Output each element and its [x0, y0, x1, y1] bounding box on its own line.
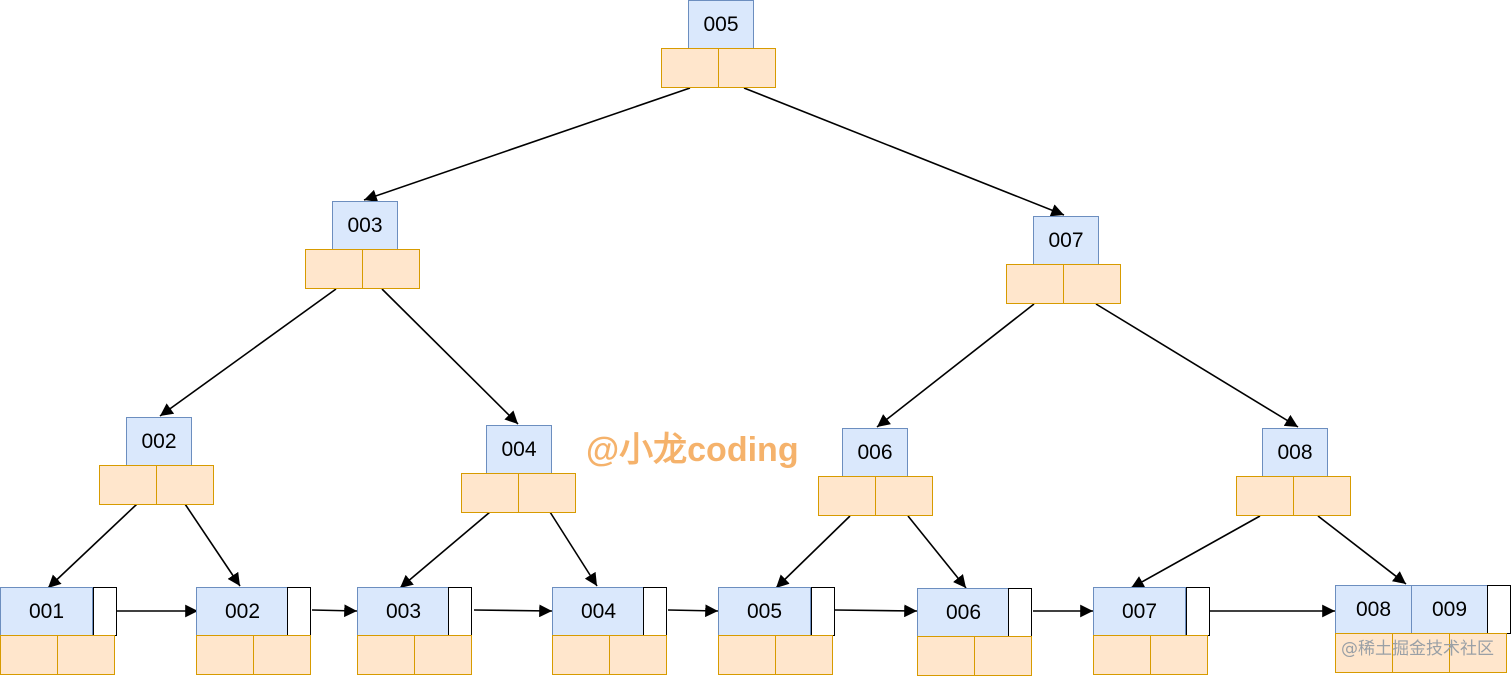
data-slot — [253, 635, 311, 675]
pointer-slot — [718, 48, 776, 88]
pointer-slot — [661, 48, 719, 88]
leaf-key: 005 — [718, 587, 811, 636]
node-key: 006 — [842, 428, 908, 477]
data-slot — [552, 635, 610, 675]
data-slot — [196, 635, 254, 675]
data-slot — [1093, 635, 1151, 675]
pointer-slot — [1293, 476, 1351, 516]
leaf-data-slots — [718, 635, 833, 675]
leaf-data-slots — [196, 635, 311, 675]
pointer-slot — [1006, 264, 1064, 304]
leaf-key: 001 — [0, 587, 93, 636]
node-key: 008 — [1262, 428, 1328, 477]
edge-008-leaf8 — [1317, 515, 1407, 585]
data-slot — [414, 635, 472, 675]
next-pointer — [287, 587, 311, 636]
node-key: 003 — [332, 201, 398, 250]
node-key: 004 — [486, 425, 552, 474]
data-slot — [357, 635, 415, 675]
edge-002-leaf2 — [184, 503, 241, 587]
edge-004-leaf4 — [549, 511, 598, 587]
pointer-slot — [818, 476, 876, 516]
leaf-key: 004 — [552, 587, 645, 636]
edge-004-leaf3 — [399, 511, 491, 589]
pointer-slot — [461, 473, 519, 513]
next-pointer — [643, 587, 667, 636]
node-pointers — [461, 473, 576, 513]
leaf-data-slots — [0, 635, 115, 675]
edge-002-leaf1 — [47, 503, 138, 589]
leaf-data-slots — [552, 635, 667, 675]
leaf-link-5 — [834, 604, 918, 618]
leaf-link-4 — [667, 604, 719, 618]
pointer-slot — [362, 249, 420, 289]
leaf-link-2 — [311, 604, 358, 618]
pointer-slot — [518, 473, 576, 513]
leaf-data-slots — [1093, 635, 1208, 675]
data-slot — [974, 636, 1032, 676]
next-pointer — [1008, 588, 1032, 637]
edge-006-leaf6 — [907, 515, 967, 589]
edge-007-008 — [1095, 303, 1299, 428]
node-key: 002 — [126, 417, 192, 466]
edge-007-006 — [876, 303, 1035, 428]
node-pointers — [818, 476, 933, 516]
pointer-slot — [1063, 264, 1121, 304]
pointer-slot — [156, 465, 214, 505]
root-pointers — [661, 48, 776, 88]
leaf-data-slots — [1335, 633, 1507, 673]
leaf-data-slots — [357, 635, 472, 675]
edge-008-leaf7 — [1130, 515, 1261, 589]
data-slot — [775, 635, 833, 675]
leaf-key: 009 — [1411, 585, 1488, 634]
data-slot — [1335, 633, 1393, 673]
next-pointer — [448, 587, 472, 636]
pointer-slot — [1236, 476, 1294, 516]
platform-credit: @稀土掘金技术社区 — [1341, 639, 1494, 659]
node-key: 007 — [1033, 216, 1099, 265]
next-pointer — [93, 587, 117, 636]
edge-006-leaf5 — [775, 515, 851, 589]
leaf-key: 008 — [1335, 585, 1412, 634]
data-slot — [0, 635, 58, 675]
root-key: 005 — [688, 0, 754, 49]
data-slot — [1449, 633, 1507, 673]
next-pointer — [1487, 585, 1511, 634]
leaf-key: 006 — [917, 588, 1010, 637]
leaf-key: 007 — [1093, 587, 1186, 636]
data-slot — [609, 635, 667, 675]
author-watermark: @小龙coding — [586, 431, 799, 469]
pointer-slot — [305, 249, 363, 289]
edge-005-007 — [743, 87, 1065, 217]
leaf-link-3 — [473, 604, 553, 618]
data-slot — [57, 635, 115, 675]
node-pointers — [99, 465, 214, 505]
data-slot — [1392, 633, 1450, 673]
pointer-slot — [99, 465, 157, 505]
data-slot — [718, 635, 776, 675]
data-slot — [1150, 635, 1208, 675]
leaf-data-slots — [917, 636, 1032, 676]
node-pointers — [1006, 264, 1121, 304]
pointer-slot — [875, 476, 933, 516]
node-pointers — [1236, 476, 1351, 516]
edge-003-004 — [381, 288, 519, 425]
next-pointer — [811, 587, 835, 636]
leaf-key: 002 — [196, 587, 289, 636]
data-slot — [917, 636, 975, 676]
node-pointers — [305, 249, 420, 289]
next-pointer — [1186, 587, 1210, 636]
edge-005-003 — [363, 87, 691, 202]
edge-003-002 — [159, 288, 337, 417]
leaf-key: 003 — [357, 587, 450, 636]
